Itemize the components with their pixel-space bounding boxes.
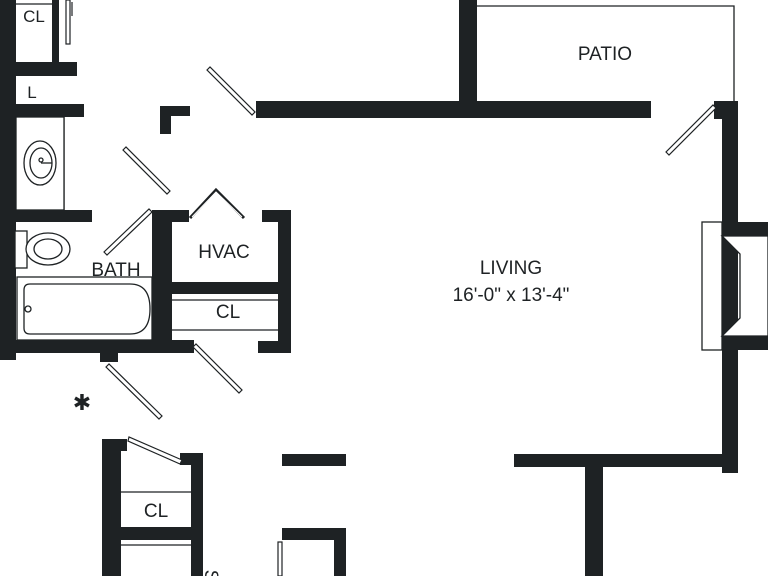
toilet	[14, 230, 71, 269]
lower-closet-door	[127, 436, 183, 465]
wall-bath-right	[152, 210, 163, 352]
wall-closet-bottom-right	[258, 341, 291, 353]
label-living-size: 16'-0" x 13'-4"	[453, 285, 570, 306]
label-living: LIVING	[480, 258, 542, 279]
wall-lower-room-right	[334, 528, 346, 576]
bath-door-lower	[103, 208, 153, 256]
bathtub-drain	[24, 305, 32, 313]
toilet-seat	[33, 238, 63, 260]
fireplace-hearth-top	[722, 222, 768, 236]
label-closet-top: CL	[23, 7, 45, 26]
lower-room-door	[277, 541, 283, 576]
wall-left-outer	[0, 0, 16, 360]
wall-patio-left	[459, 0, 477, 118]
label-bath: BATH	[91, 260, 140, 281]
closet-door-top	[65, 0, 71, 45]
labels: CL L PATIO HVAC BATH CL LIVING 16'-0" x …	[23, 7, 632, 576]
wall-lower-closet-right	[191, 453, 203, 576]
closet-door-hall	[192, 343, 243, 394]
patio-door	[665, 104, 717, 156]
wall-living-bottom	[514, 454, 738, 467]
doors	[65, 0, 717, 576]
bathtub-basin	[23, 283, 151, 335]
sink-drain	[38, 157, 44, 163]
wall-door-stub	[100, 340, 118, 362]
wall-lower-closet-top	[102, 439, 127, 451]
label-patio: PATIO	[578, 44, 632, 65]
wall-bath-bottom	[0, 340, 194, 353]
wall-lower-closet-left	[102, 439, 121, 576]
hvac-bifold-door-inner	[191, 191, 243, 218]
bathtub	[16, 276, 153, 341]
wall-lower-room-top	[282, 528, 346, 540]
patio-outline	[477, 5, 735, 101]
fixtures	[14, 116, 153, 341]
wall-closet-bottom	[0, 62, 77, 76]
wall-closet-divider	[52, 0, 59, 64]
label-hvac: HVAC	[198, 242, 249, 263]
wall-hvac-bottom	[163, 282, 291, 294]
wall-bath-top	[0, 210, 92, 222]
wall-living-top	[256, 101, 651, 118]
wall-small-post-b	[160, 106, 171, 134]
entry-door-top	[206, 66, 256, 116]
wall-small-post-a	[160, 106, 190, 116]
sink	[15, 116, 65, 211]
fireplace-box	[701, 221, 723, 351]
fireplace-firebox	[720, 235, 768, 337]
label-cut-off: S	[200, 570, 221, 576]
wall-linen-bottom	[0, 104, 84, 117]
wall-hall-stub	[282, 454, 346, 466]
wall-hvac-left	[163, 218, 172, 340]
label-closet-bottom: CL	[144, 501, 168, 522]
hvac-bifold-door	[188, 187, 246, 220]
wall-hvac-right	[278, 210, 291, 353]
toilet-tank	[14, 230, 28, 269]
fireplace-hearth-bottom	[722, 336, 768, 350]
wall-lower-closet-bottom	[102, 527, 203, 540]
wall-lower-right-a	[585, 454, 603, 576]
wall-living-right	[722, 101, 738, 473]
compass-mark-icon: ✱	[73, 391, 91, 416]
label-linen: L	[27, 83, 36, 102]
wall-hvac-top	[152, 210, 189, 222]
bath-door-upper	[122, 146, 171, 195]
label-closet-hall: CL	[216, 302, 240, 323]
hall-door-lower	[105, 363, 163, 420]
